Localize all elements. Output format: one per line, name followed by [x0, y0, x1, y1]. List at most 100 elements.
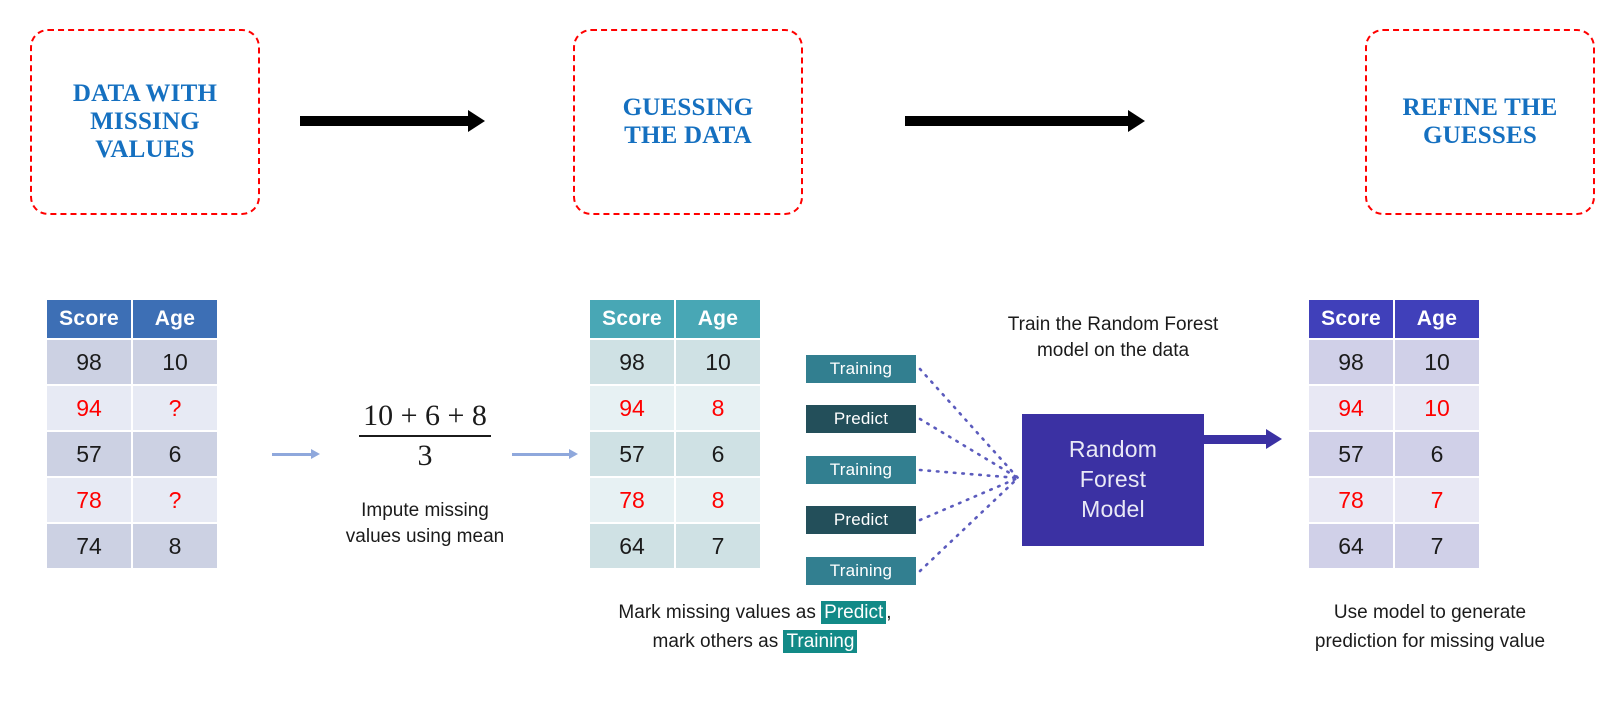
cell-age: 10	[1395, 386, 1479, 430]
connector-line	[918, 476, 1020, 573]
arrow-shaft	[1204, 434, 1266, 444]
table-row: 98 10	[1309, 340, 1479, 384]
fraction-denominator: 3	[359, 434, 491, 472]
arrow-head	[569, 449, 578, 459]
caption-highlight-training: Training	[783, 630, 858, 654]
train-model-caption: Train the Random Forest model on the dat…	[1007, 314, 1219, 361]
caption-text-line2-pre: mark others as	[652, 631, 784, 653]
cell-score: 94	[590, 386, 674, 430]
cell-score: 57	[1309, 432, 1393, 476]
impute-caption: Impute missing values using mean	[345, 500, 505, 547]
stage-arrow-1-icon	[300, 110, 485, 132]
random-forest-model-label: Random Forest Model	[1068, 436, 1158, 522]
random-forest-model-box: Random Forest Model	[1022, 414, 1204, 546]
arrow-shaft	[905, 116, 1128, 126]
refined-prediction-table: Score Age 98 10 94 10 57 6 78 7 64	[1307, 298, 1481, 570]
mean-fraction: 10 + 6 + 8 3	[359, 400, 491, 471]
table-row: 94 10	[1309, 386, 1479, 430]
stage-box-refine-the-guesses: REFINE THE GUESSES	[1365, 29, 1595, 215]
table-row: 64 7	[590, 524, 760, 568]
table-row: 78 8	[590, 478, 760, 522]
table-row: 57 6	[1309, 432, 1479, 476]
table-row: 94 8	[590, 386, 760, 430]
badge-label: Predict	[833, 409, 889, 428]
cell-score: 98	[47, 340, 131, 384]
cell-age: 10	[133, 340, 217, 384]
imputed-data-table: Score Age 98 10 94 8 57 6 78 8 64	[588, 298, 762, 570]
cell-age: ?	[133, 386, 217, 430]
badge-label: Training	[829, 561, 893, 580]
table-header-row: Score Age	[590, 300, 760, 338]
caption-text-line1-pre: Mark missing values as	[618, 602, 822, 623]
fraction-numerator: 10 + 6 + 8	[363, 399, 487, 432]
table-row: 78 ?	[47, 478, 217, 522]
cell-age: 7	[1395, 524, 1479, 568]
cell-age: 8	[676, 478, 760, 522]
mark-values-caption: Mark missing values as Predict, mark oth…	[545, 598, 965, 657]
cell-age: 8	[133, 524, 217, 568]
column-header-score: Score	[1309, 300, 1393, 338]
arrow-shaft	[272, 452, 311, 456]
use-model-caption: Use model to generate prediction for mis…	[1314, 602, 1546, 653]
row-tag-badge-training-3: Training	[806, 557, 916, 585]
connector-line	[918, 417, 1020, 480]
cell-age: ?	[133, 478, 217, 522]
caption-text-line1-post: ,	[886, 602, 892, 623]
connector-line	[918, 468, 1020, 480]
table-row: 98 10	[47, 340, 217, 384]
cell-age: 6	[133, 432, 217, 476]
row-tag-badge-predict-2: Predict	[806, 506, 916, 534]
cell-age: 7	[676, 524, 760, 568]
arrow-shaft	[300, 116, 468, 126]
cell-age: 10	[676, 340, 760, 384]
table-row: 64 7	[1309, 524, 1479, 568]
data-with-missing-values-table: Score Age 98 10 94 ? 57 6 78 ? 74	[45, 298, 219, 570]
cell-score: 98	[1309, 340, 1393, 384]
stage-arrow-2-icon	[905, 110, 1145, 132]
column-header-age: Age	[676, 300, 760, 338]
column-header-age: Age	[1395, 300, 1479, 338]
table-row: 98 10	[590, 340, 760, 384]
table-row: 57 6	[47, 432, 217, 476]
cell-score: 74	[47, 524, 131, 568]
cell-age: 8	[676, 386, 760, 430]
column-header-score: Score	[47, 300, 131, 338]
cell-score: 98	[590, 340, 674, 384]
column-header-score: Score	[590, 300, 674, 338]
table-row: 78 7	[1309, 478, 1479, 522]
stage-box-label: DATA WITH MISSING VALUES	[72, 80, 218, 163]
cell-score: 94	[47, 386, 131, 430]
table-header-row: Score Age	[47, 300, 217, 338]
badge-label: Training	[829, 359, 893, 378]
row-tag-badge-training-1: Training	[806, 355, 916, 383]
table-row: 74 8	[47, 524, 217, 568]
impute-out-arrow-icon	[512, 449, 578, 459]
cell-score: 57	[47, 432, 131, 476]
stage-box-data-with-missing-values: DATA WITH MISSING VALUES	[30, 29, 260, 215]
cell-score: 64	[1309, 524, 1393, 568]
table-row: 57 6	[590, 432, 760, 476]
cell-score: 64	[590, 524, 674, 568]
table-header-row: Score Age	[1309, 300, 1479, 338]
impute-in-arrow-icon	[272, 449, 320, 459]
stage-box-label: GUESSING THE DATA	[622, 94, 754, 149]
connector-line	[918, 476, 1020, 522]
arrow-head	[311, 449, 320, 459]
arrow-head	[468, 110, 485, 132]
column-header-age: Age	[133, 300, 217, 338]
connector-line	[918, 367, 1020, 480]
arrow-shaft	[512, 452, 569, 456]
cell-score: 57	[590, 432, 674, 476]
cell-age: 7	[1395, 478, 1479, 522]
badge-label: Predict	[833, 510, 889, 529]
row-tag-badge-training-2: Training	[806, 456, 916, 484]
stage-box-label: REFINE THE GUESSES	[1402, 94, 1558, 149]
badge-label: Training	[829, 460, 893, 479]
stage-box-guessing-the-data: GUESSING THE DATA	[573, 29, 803, 215]
cell-score: 78	[1309, 478, 1393, 522]
cell-score: 78	[590, 478, 674, 522]
cell-age: 6	[676, 432, 760, 476]
caption-highlight-predict: Predict	[821, 601, 887, 624]
cell-age: 6	[1395, 432, 1479, 476]
